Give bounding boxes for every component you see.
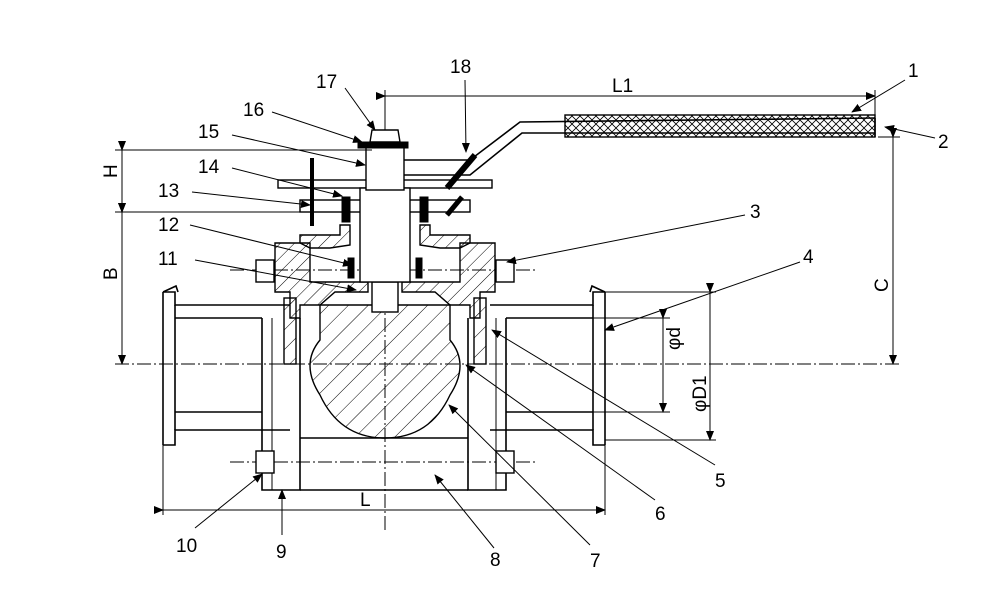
part-label-13: 13	[158, 181, 179, 202]
handle-grip	[564, 114, 876, 138]
part-label-5: 5	[715, 471, 726, 492]
part-label-2: 2	[938, 132, 949, 153]
ball	[309, 281, 461, 439]
dimension-labels: L1 L H B C φd φD1	[101, 76, 893, 511]
dimension-lines	[115, 90, 900, 515]
part-label-8: 8	[490, 550, 501, 571]
part-label-9: 9	[276, 542, 287, 563]
part-labels: 1 2 3 4 5 6 7 8 9 10 11 12 13 14 15 16 1…	[158, 57, 949, 572]
dim-label-l1: L1	[612, 76, 633, 97]
dim-label-b: B	[101, 267, 122, 280]
part-label-18: 18	[450, 57, 471, 78]
part-label-1: 1	[908, 61, 919, 82]
stem	[359, 187, 411, 283]
right-stem-seal	[415, 257, 423, 279]
dim-label-h: H	[101, 164, 122, 178]
upper-left-nut	[255, 259, 275, 283]
stem-tang	[371, 281, 399, 313]
right-end-connection	[467, 284, 606, 491]
stem-top	[365, 144, 405, 191]
part-label-11: 11	[158, 249, 178, 270]
right-seat	[473, 297, 487, 365]
dim-label-d1: φD1	[690, 375, 711, 412]
part-label-14: 14	[198, 157, 220, 178]
upper-right-nut	[495, 259, 515, 283]
dim-label-c: C	[872, 278, 893, 292]
bonnet	[277, 129, 493, 283]
part-label-10: 10	[176, 536, 197, 557]
dim-label-d: φd	[664, 327, 685, 350]
lower-left-nut	[255, 450, 275, 474]
handle	[404, 114, 876, 217]
leader-lines	[189, 79, 936, 549]
left-gland-packing	[341, 196, 351, 223]
right-gland-packing	[419, 196, 429, 223]
part-label-3: 3	[750, 202, 761, 223]
part-label-15: 15	[198, 122, 219, 143]
part-label-7: 7	[590, 551, 601, 572]
part-label-6: 6	[655, 504, 666, 525]
top-nut	[369, 129, 401, 143]
left-end-connection	[162, 284, 301, 491]
washer	[357, 141, 409, 149]
left-seat	[283, 297, 297, 365]
left-stem-seal	[347, 257, 355, 279]
part-label-16: 16	[243, 100, 264, 121]
part-label-17: 17	[316, 72, 337, 93]
dim-label-l: L	[360, 490, 371, 511]
part-label-4: 4	[803, 247, 814, 268]
part-label-12: 12	[158, 215, 179, 236]
